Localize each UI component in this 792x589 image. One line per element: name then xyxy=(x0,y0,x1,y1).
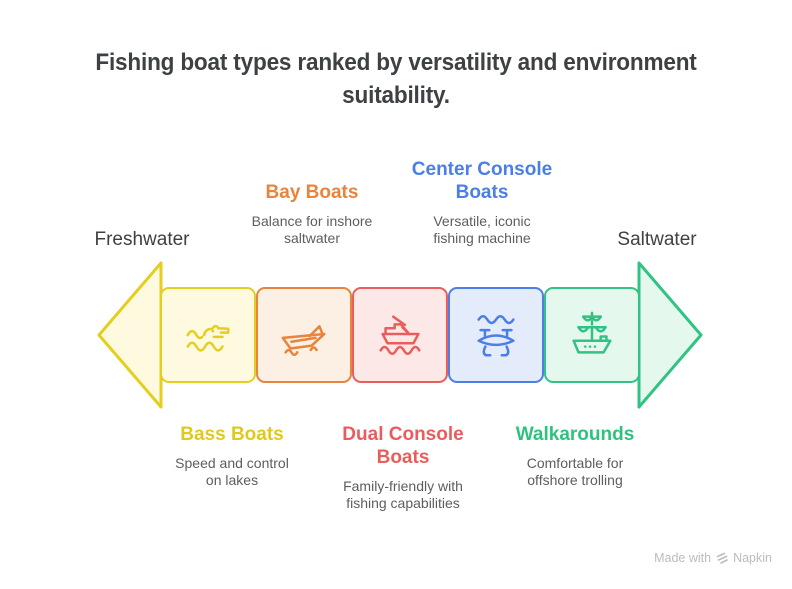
boat-name: Dual Console Boats xyxy=(342,424,464,468)
segment-bass-boats xyxy=(160,287,256,383)
boat-description: Versatile, iconic fishing machine xyxy=(433,213,531,246)
underwater-drone-icon xyxy=(477,314,515,357)
watermark: Made with Napkin xyxy=(654,551,772,565)
label-block-bay-boats: Bay Boats Balance for inshore saltwater xyxy=(217,181,407,247)
segment-dual-console-boats xyxy=(352,287,448,383)
boat-description: Balance for inshore saltwater xyxy=(251,213,373,246)
boat-description: Family-friendly with fishing capabilitie… xyxy=(343,478,463,511)
label-block-center-console-boats: Center Console Boats Versatile, iconic f… xyxy=(387,158,577,247)
segment-walkarounds xyxy=(544,287,640,383)
speedboat-icon xyxy=(281,325,326,356)
boat-name: Walkarounds xyxy=(515,424,635,445)
page-title: Fishing boat types ranked by versatility… xyxy=(95,49,697,109)
right-arrowhead xyxy=(637,260,705,415)
boat-description: Speed and control on lakes xyxy=(175,455,289,488)
boat-name: Bay Boats xyxy=(265,182,359,203)
watermark-prefix: Made with xyxy=(654,551,712,565)
boat-name: Bass Boats xyxy=(180,424,284,445)
left-arrowhead xyxy=(95,260,163,415)
label-block-dual-console-boats: Dual Console Boats Family-friendly with … xyxy=(308,423,498,512)
galleon-ship-icon xyxy=(572,311,612,354)
axis-label-saltwater: Saltwater xyxy=(617,229,697,250)
axis-label-freshwater: Freshwater xyxy=(94,229,190,250)
segment-bay-boats xyxy=(256,287,352,383)
segment-center-console-boats xyxy=(448,287,544,383)
napkin-logo-icon xyxy=(716,552,728,564)
boat-description: Comfortable for offshore trolling xyxy=(526,455,624,488)
motor-yacht-icon xyxy=(379,315,421,356)
gator-in-waves-icon xyxy=(186,324,230,352)
watermark-brand: Napkin xyxy=(733,551,772,565)
boat-name: Center Console Boats xyxy=(411,159,553,203)
label-block-bass-boats: Bass Boats Speed and control on lakes xyxy=(137,423,327,489)
label-block-walkarounds: Walkarounds Comfortable for offshore tro… xyxy=(480,423,670,489)
